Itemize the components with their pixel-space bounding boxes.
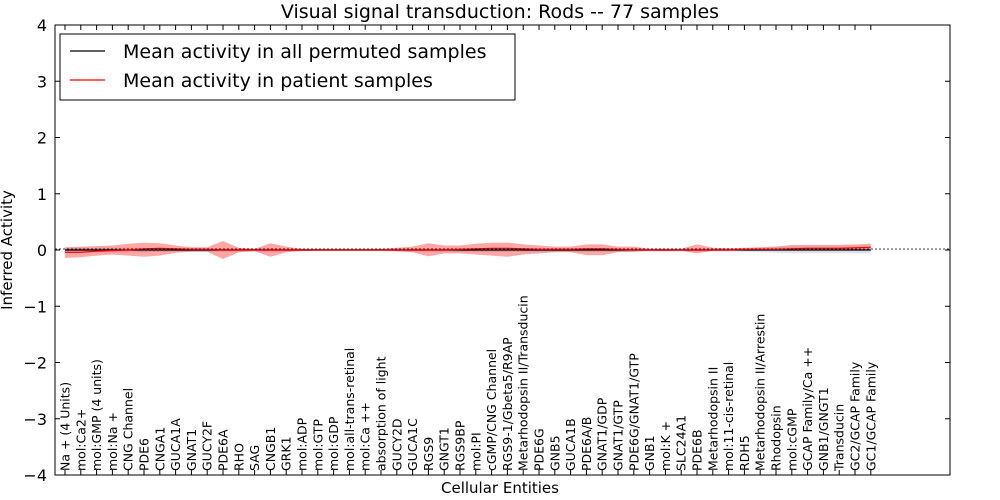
x-tick-label: GRK1: [279, 436, 294, 471]
x-tick-label: PDE6B: [690, 429, 705, 471]
x-tick-label: PDE6G/GNAT1/GTP: [626, 353, 641, 471]
x-tick-label: GNGT1: [437, 427, 452, 471]
x-tick-label: mol:K +: [658, 421, 673, 471]
x-tick-label: RDH5: [737, 435, 752, 471]
x-tick-label: mol:Ca ++: [358, 402, 373, 471]
x-tick-label: absorption of light: [374, 356, 389, 471]
x-axis-label: Cellular Entities: [441, 479, 559, 497]
x-tick-label: mol:cGMP: [784, 408, 799, 471]
x-tick-label: mol:Ca2+: [73, 409, 88, 471]
x-tick-label: RGS9-1/Gbeta5/R9AP: [500, 337, 515, 471]
x-tick-label: GNAT1/GDP: [595, 397, 610, 471]
x-tick-label: GNB5: [547, 435, 562, 471]
y-tick-label: −1: [23, 297, 47, 316]
y-tick-label: 4: [37, 16, 47, 35]
x-tick-label: CNG Channel: [121, 388, 136, 471]
x-tick-label: CNGA1: [152, 427, 167, 471]
x-tick-label: Metarhodopsin II: [705, 367, 720, 471]
chart-title: Visual signal transduction: Rods -- 77 s…: [281, 1, 719, 23]
y-tick-label: 1: [37, 185, 47, 204]
x-axis: Na + (4 Units)mol:Ca2+mol:GMP (4 units)m…: [58, 25, 878, 475]
x-tick-label: GC2/GCAP Family: [848, 361, 863, 471]
y-tick-label: −2: [23, 354, 47, 373]
legend: Mean activity in all permuted samples Me…: [59, 33, 516, 101]
legend-label-patient: Mean activity in patient samples: [123, 70, 433, 92]
x-tick-label: GC1/GCAP Family: [863, 361, 878, 471]
x-tick-label: Transducin: [832, 404, 847, 472]
y-tick-label: 2: [37, 129, 47, 148]
x-tick-label: mol:all-trans-retinal: [342, 348, 357, 471]
x-tick-label: GUCY2D: [389, 418, 404, 471]
y-tick-label: 3: [37, 72, 47, 91]
x-tick-label: Metarhodopsin II/Arrestin: [753, 314, 768, 471]
x-tick-label: GNAT1: [184, 429, 199, 471]
x-tick-label: GUCA1C: [405, 418, 420, 471]
x-tick-label: SAG: [247, 445, 262, 471]
x-tick-label: GCAP Family/Ca ++: [800, 347, 815, 471]
x-tick-label: RGS9BP: [453, 420, 468, 471]
x-tick-label: Rhodopsin: [769, 405, 784, 471]
legend-label-permuted: Mean activity in all permuted samples: [123, 41, 486, 63]
x-tick-label: GUCA1B: [563, 418, 578, 471]
y-tick-label: −3: [23, 410, 47, 429]
y-tick-label: −4: [23, 466, 47, 485]
x-tick-label: GNB1: [642, 435, 657, 471]
y-axis-label: Inferred Activity: [0, 190, 16, 310]
x-tick-label: mol:GMP (4 units): [89, 359, 104, 471]
x-tick-label: PDE6: [137, 438, 152, 471]
x-tick-label: GNAT1/GTP: [611, 400, 626, 471]
legend-box: [59, 33, 516, 101]
x-tick-label: RHO: [231, 443, 246, 471]
x-tick-label: GUCY2F: [200, 421, 215, 471]
x-tick-label: GUCA1A: [168, 418, 183, 471]
y-tick-label: 0: [37, 241, 47, 260]
x-tick-label: cGMP/CNG Channel: [484, 349, 499, 471]
x-tick-label: CNGB1: [263, 427, 278, 471]
x-tick-label: PDE6A/B: [579, 417, 594, 471]
x-tick-label: mol:Na +: [105, 412, 120, 471]
x-tick-label: PDE6G: [532, 428, 547, 471]
x-tick-label: Metarhodopsin II/Transducin: [516, 295, 531, 471]
x-tick-label: mol:PI: [468, 432, 483, 471]
x-tick-label: mol:GTP: [310, 419, 325, 471]
x-tick-label: PDE6A: [216, 429, 231, 471]
x-tick-label: GNB1/GNGT1: [816, 387, 831, 471]
x-tick-label: mol:GDP: [326, 416, 341, 471]
x-tick-label: Na + (4 Units): [58, 382, 73, 471]
x-tick-label: SLC24A1: [674, 415, 689, 471]
x-tick-label: mol:11-cis-retinal: [721, 362, 736, 471]
x-tick-label: RGS9: [421, 437, 436, 471]
y-axis: −4 −3 −2 −1 0 1 2 3 4: [23, 16, 950, 485]
x-tick-label: mol:ADP: [295, 417, 310, 471]
